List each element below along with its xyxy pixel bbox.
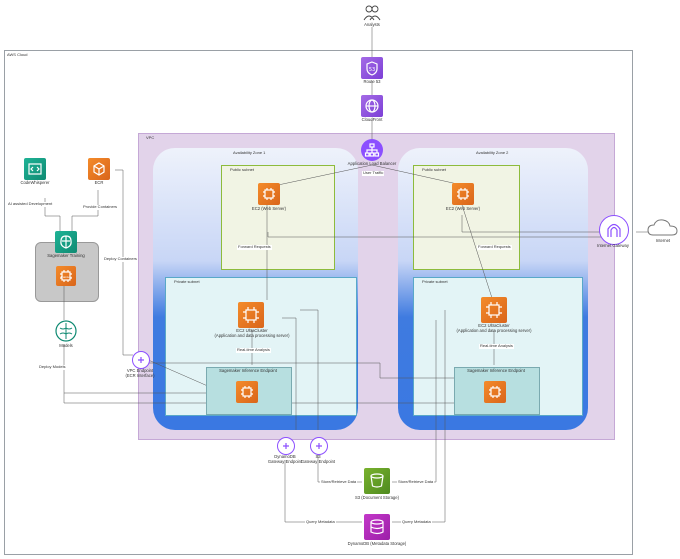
aws-cloud-group: AWS Cloud: [4, 50, 633, 555]
edge-forward-2: Forward Requests: [477, 244, 512, 250]
chip-icon: [489, 386, 501, 398]
edge-deploy-containers: Deploy Containers: [103, 256, 138, 262]
internet-node[interactable]: [647, 217, 679, 239]
load-balancer-icon: [364, 143, 380, 157]
edge-forward-1: Forward Requests: [237, 244, 272, 250]
private-subnet-2-label: Private subnet: [422, 279, 448, 284]
inference-endpoint-2-label: Sagemaker Inference Endpoint: [467, 368, 525, 373]
internet-gateway-label: Internet Gateway: [597, 243, 629, 248]
ec2-web-2-node[interactable]: [452, 183, 474, 205]
dynamodb-gateway-node[interactable]: [277, 437, 295, 455]
edge-store-2: Store/Retrieve Data: [397, 479, 435, 485]
vpc-endpoint-label: VPC Endpoint (ECR Interface): [125, 368, 155, 378]
chip-icon: [243, 307, 259, 323]
edge-realtime-2: Real-time Analysis: [479, 343, 514, 349]
chip-icon: [486, 302, 502, 318]
internet-gateway-node[interactable]: [599, 215, 629, 245]
ecr-label: ECR: [94, 180, 104, 185]
edge-query-1: Query Metadata: [305, 519, 336, 525]
ec2-web-1-node[interactable]: [258, 183, 280, 205]
public-subnet-1-label: Public subnet: [230, 167, 255, 172]
az1-label: Availability Zone 1: [233, 150, 266, 155]
container-icon: [93, 162, 105, 176]
s3-gateway-label: S3 Gateway Endpoint: [300, 454, 336, 464]
chip-icon: [60, 270, 72, 282]
ec2-ultracluster-2-label: EC2 UltraCluster (Application and data p…: [456, 323, 532, 333]
models-label: Models: [59, 343, 73, 348]
ec2-web-1-label: EC2 (Web Server): [251, 206, 287, 211]
chip-icon: [457, 188, 469, 200]
edge-query-2: Query Metadata: [401, 519, 432, 525]
alb-node[interactable]: [361, 139, 383, 161]
ecr-node[interactable]: [88, 158, 110, 180]
trainium-node[interactable]: [56, 266, 76, 286]
internet-label: Internet: [655, 238, 671, 243]
s3-gateway-node[interactable]: [310, 437, 328, 455]
public-subnet-2-label: Public subnet: [422, 167, 447, 172]
alb-label: Application Load Balancer: [347, 161, 397, 166]
public-subnet-1: Public subnet: [221, 165, 335, 270]
bucket-icon: [370, 473, 384, 488]
ec2-ultracluster-2-node[interactable]: [481, 297, 507, 323]
vpc-label: VPC: [146, 135, 155, 140]
ec2-ultracluster-1-node[interactable]: [238, 302, 264, 328]
public-subnet-2: Public subnet: [413, 165, 520, 270]
brain-icon: [55, 320, 77, 342]
brain-icon: [60, 235, 72, 249]
codewhisperer-node[interactable]: [24, 158, 46, 180]
cloud-icon: [647, 219, 678, 236]
globe-icon: [365, 99, 379, 113]
ec2-web-2-label: EC2 (Web Server): [445, 206, 481, 211]
s3-storage-label: S3 (Document Storage): [355, 495, 399, 500]
sagemaker-training-node[interactable]: [55, 231, 77, 253]
inference-endpoint-1-label: Sagemaker Inference Endpoint: [219, 368, 277, 373]
private-subnet-1-label: Private subnet: [174, 279, 200, 284]
cloudfront-node[interactable]: [361, 95, 383, 117]
users-icon: [363, 5, 381, 21]
dynamodb-gateway-label: DynamoDB Gateway Endpoint: [267, 454, 303, 464]
edge-ai-assisted: AI assisted Development: [7, 201, 54, 207]
s3-storage-node[interactable]: [364, 468, 390, 494]
code-icon: [28, 163, 42, 175]
aws-cloud-label: AWS Cloud: [7, 52, 28, 57]
edge-realtime-1: Real-time Analysis: [236, 347, 271, 353]
vpc-endpoint-node[interactable]: [132, 351, 150, 369]
dynamodb-storage-node[interactable]: [364, 514, 390, 540]
dynamodb-storage-label: DynamoDB (Metadata Storage): [347, 541, 407, 546]
edge-deploy-models: Deploy Models: [38, 364, 67, 370]
edge-store-1: Store/Retrieve Data: [320, 479, 358, 485]
chip-icon: [263, 188, 275, 200]
inference-chip-2-node[interactable]: [484, 381, 506, 403]
chip-icon: [241, 386, 253, 398]
codewhisperer-label: CodeWhisperer: [20, 180, 50, 185]
sagemaker-training-label: Sagemaker Training: [47, 253, 85, 258]
analysts-label: Analysts: [364, 22, 380, 27]
inference-chip-1-node[interactable]: [236, 381, 258, 403]
cloudfront-label: CloudFront: [361, 117, 383, 122]
analysts-node[interactable]: [362, 3, 382, 23]
route53-node[interactable]: 53: [361, 57, 383, 79]
endpoint-icon: [138, 357, 144, 363]
models-node[interactable]: [54, 319, 78, 343]
route53-label: Route 53: [363, 79, 381, 84]
route53-icon: 53: [366, 61, 378, 76]
svg-text:53: 53: [369, 67, 375, 73]
ec2-ultracluster-1-label: EC2 UltraCluster (Application and data p…: [214, 328, 290, 338]
endpoint-icon: [283, 443, 289, 449]
database-icon: [370, 519, 384, 535]
az2-label: Availability Zone 2: [476, 150, 509, 155]
trainium-label: Trainium: [60, 275, 72, 279]
edge-provide-containers: Provide Containers: [82, 204, 119, 210]
endpoint-icon: [316, 443, 322, 449]
gateway-icon: [607, 223, 621, 237]
edge-user-traffic: User Traffic: [362, 170, 385, 176]
